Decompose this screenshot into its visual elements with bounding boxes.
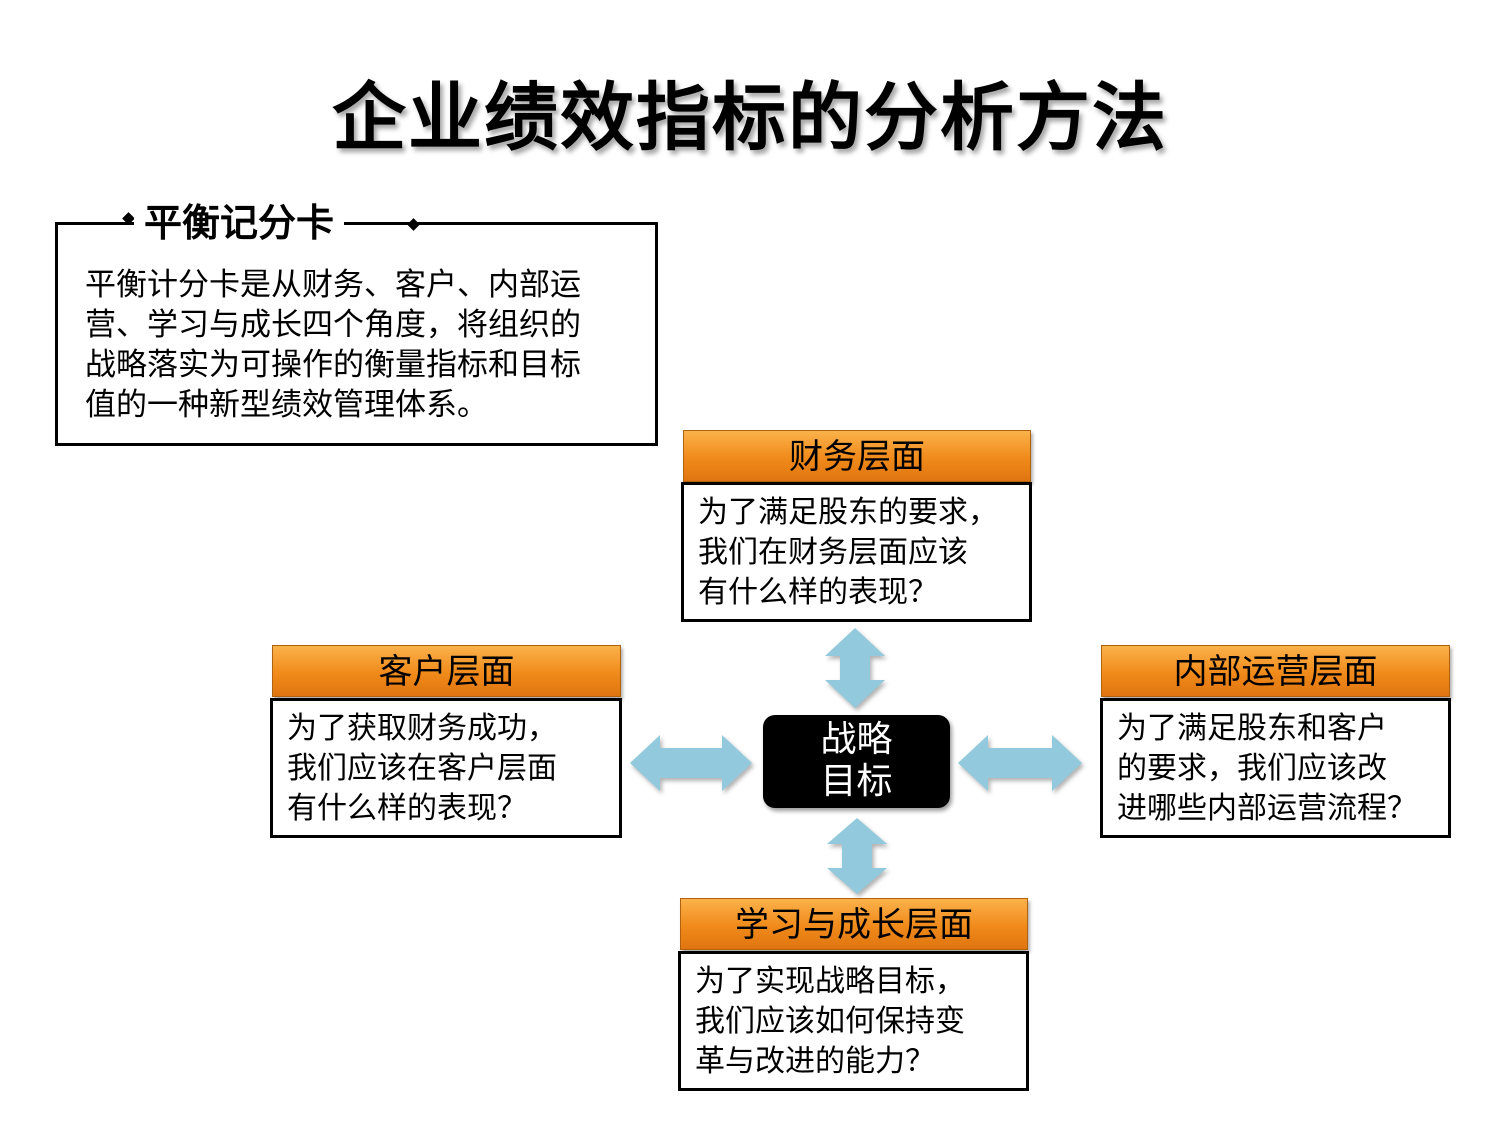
intro-line: 营、学习与成长四个角度，将组织的 — [85, 307, 581, 343]
intro-line: 平衡计分卡是从财务、客户、内部运 — [85, 267, 581, 303]
intro-line: 战略落实为可操作的衡量指标和目标 — [85, 347, 581, 383]
customer-line: 我们应该在客户层面 — [287, 751, 557, 786]
double-arrow-vertical-icon — [825, 628, 885, 708]
internal-line: 进哪些内部运营流程？ — [1117, 791, 1417, 826]
learning-line: 我们应该如何保持变 — [695, 1004, 965, 1039]
finance-header: 财务层面 — [683, 430, 1031, 482]
learning-line: 为了实现战略目标， — [695, 964, 965, 999]
intro-box — [55, 222, 658, 446]
intro-heading: 平衡记分卡 — [134, 192, 345, 247]
center-line: 战略 — [820, 719, 893, 760]
page-title: 企业绩效指标的分析方法 — [332, 75, 1168, 161]
strategy-goal-box: 战略 目标 — [763, 715, 950, 808]
double-arrow-horizontal-icon — [630, 735, 752, 791]
intro-line: 值的一种新型绩效管理体系。 — [85, 387, 488, 423]
customer-line: 有什么样的表现？ — [287, 791, 527, 826]
double-arrow-horizontal-icon — [958, 735, 1082, 791]
double-arrow-vertical-icon — [827, 818, 887, 894]
learning-box: 为了实现战略目标， 我们应该如何保持变 革与改进的能力？ — [678, 951, 1029, 1091]
finance-box: 为了满足股东的要求， 我们在财务层面应该 有什么样的表现？ — [681, 482, 1032, 622]
internal-line: 为了满足股东和客户 — [1117, 711, 1387, 746]
internal-header: 内部运营层面 — [1101, 645, 1450, 697]
center-line: 目标 — [820, 761, 893, 802]
customer-header: 客户层面 — [272, 645, 621, 697]
customer-box: 为了获取财务成功， 我们应该在客户层面 有什么样的表现？ — [270, 698, 622, 838]
internal-box: 为了满足股东和客户 的要求，我们应该改 进哪些内部运营流程？ — [1100, 698, 1451, 838]
learning-header: 学习与成长层面 — [680, 898, 1028, 950]
learning-line: 革与改进的能力？ — [695, 1044, 935, 1079]
internal-line: 的要求，我们应该改 — [1117, 751, 1387, 786]
finance-line: 有什么样的表现？ — [698, 575, 938, 610]
finance-line: 我们在财务层面应该 — [698, 535, 968, 570]
finance-line: 为了满足股东的要求， — [698, 495, 998, 530]
customer-line: 为了获取财务成功， — [287, 711, 557, 746]
intro-text: 平衡计分卡是从财务、客户、内部运 营、学习与成长四个角度，将组织的 战略落实为可… — [85, 265, 630, 425]
